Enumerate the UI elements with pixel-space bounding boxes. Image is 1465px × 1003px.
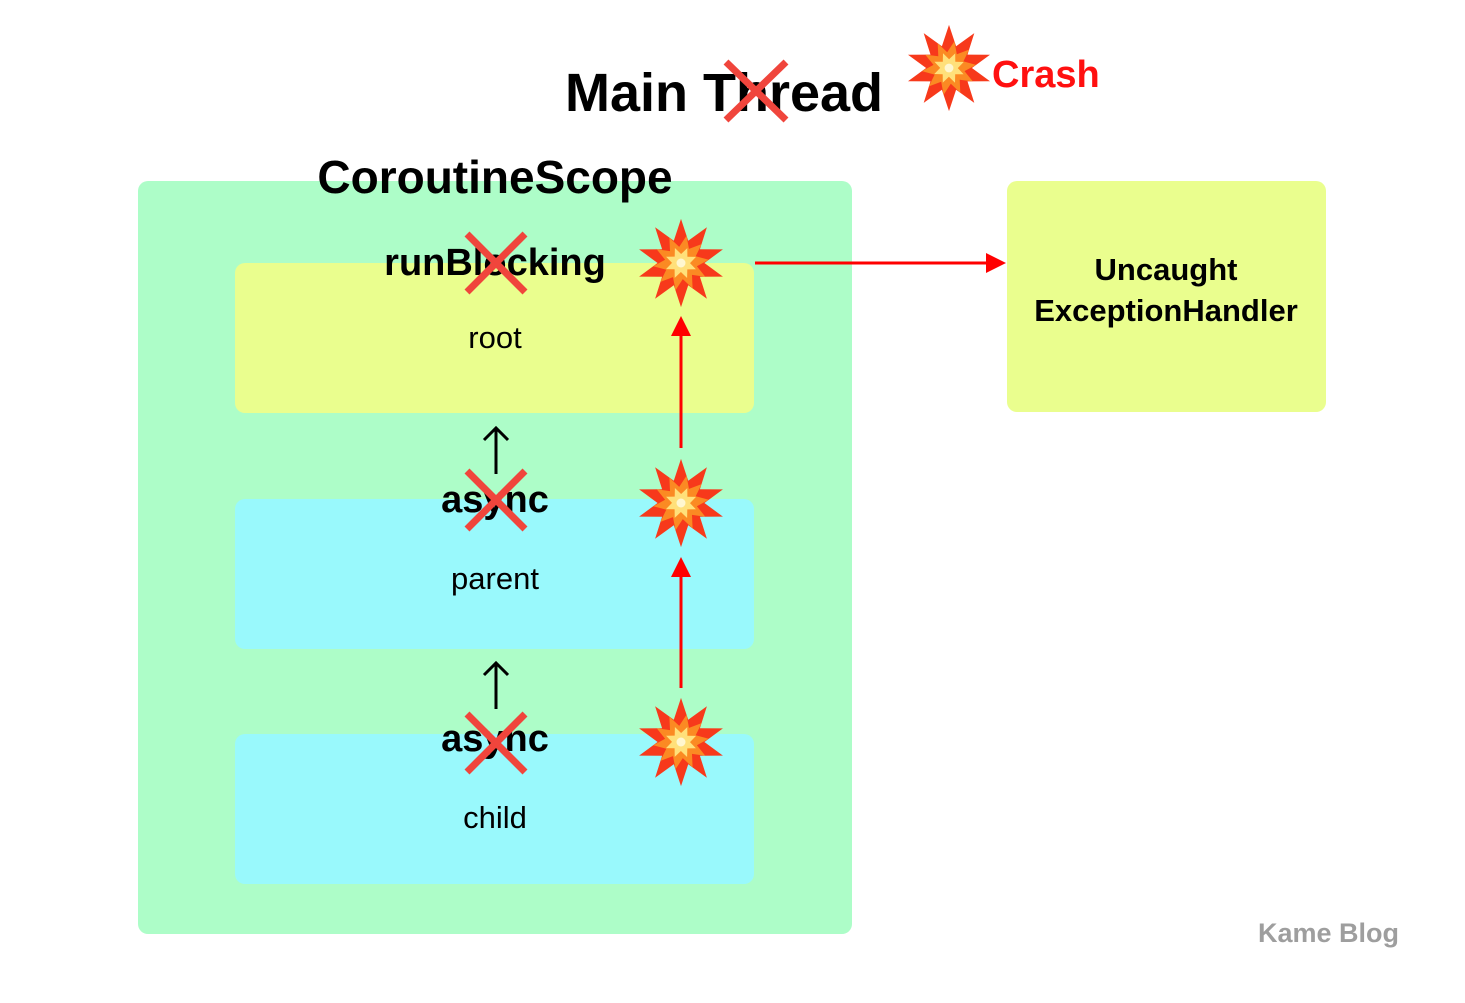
root-cross-icon — [464, 231, 528, 295]
uncaught-exception-handler-box — [1007, 181, 1326, 412]
child-cross-icon — [464, 711, 528, 775]
root-role-label: root — [468, 320, 522, 355]
parent-collision-icon — [639, 458, 723, 548]
main-thread-title: Main Thread — [565, 63, 884, 123]
main-thread-cross-icon — [723, 59, 789, 123]
up-arrow-icon — [482, 660, 510, 709]
root-collision-icon — [639, 218, 723, 308]
parent-role-label: parent — [451, 561, 539, 596]
child-collision-icon — [639, 697, 723, 787]
crash-label: Crash — [992, 54, 1100, 96]
child-role-label: child — [463, 800, 527, 835]
coroutine-scope-title: CoroutineScope — [317, 151, 673, 203]
handler-label-line2: ExceptionHandler — [1034, 293, 1298, 328]
up-arrow-icon — [482, 425, 510, 474]
watermark: Kame Blog — [1258, 918, 1400, 948]
collision-icon — [908, 24, 990, 112]
handler-label-line1: Uncaught — [1094, 252, 1238, 287]
parent-cross-icon — [464, 468, 528, 532]
